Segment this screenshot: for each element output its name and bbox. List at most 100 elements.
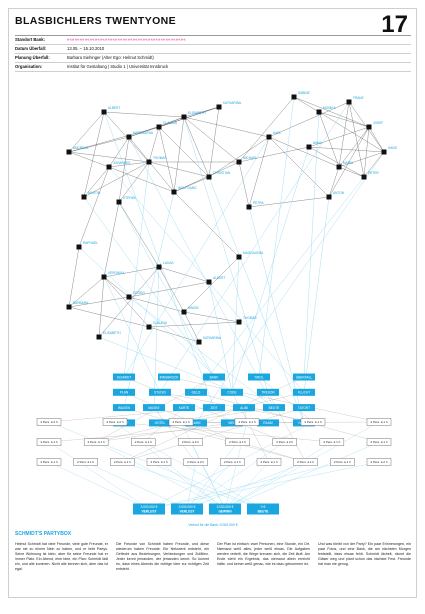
- network-node: [236, 159, 242, 165]
- network-svg: ALBERTMAGDALENACLAUDIAELISABETHKATHARINA…: [36, 91, 397, 527]
- network-edge: [183, 116, 270, 138]
- network-node: [106, 164, 112, 170]
- network-edge: [183, 116, 240, 163]
- network-node: [76, 244, 82, 250]
- network-edge: [103, 201, 120, 278]
- link-edge: [183, 116, 269, 393]
- task-label: 2 Pers. à 1 h: [172, 420, 189, 424]
- node-label: KATHARINA: [223, 101, 242, 105]
- network-edge: [83, 166, 110, 198]
- task-box: [131, 438, 156, 446]
- link-edge: [195, 151, 385, 424]
- network-edge: [328, 166, 340, 198]
- network-edge: [108, 161, 150, 168]
- link-edge: [195, 176, 365, 393]
- flow-edge: [186, 461, 233, 510]
- result-label: GEWINN: [218, 510, 232, 514]
- link-edge: [78, 246, 233, 393]
- keyword-box: [173, 404, 195, 412]
- link-edge: [231, 256, 240, 393]
- flow-edge: [195, 392, 380, 443]
- network-edge: [318, 111, 340, 168]
- keyword-label: INNSBRUCK: [160, 375, 180, 379]
- node-label: FRANZ: [353, 96, 364, 100]
- keyword-label: TATORT: [298, 406, 310, 410]
- body-text: Helmut Schmidt hat viele Freunde, viele …: [15, 542, 411, 572]
- task-label: 2 Pers. à 1 h: [77, 460, 94, 464]
- result-label: BEUTE: [258, 510, 269, 514]
- result-label: 0 €: [261, 505, 266, 509]
- keyword-label: FLUCHT: [298, 391, 311, 395]
- meta-label: Organisation:: [15, 64, 43, 69]
- task-label: 2 Pers. à 2 h: [40, 420, 57, 424]
- meta-value: Institut für Gestaltung | Studio 1 | Uni…: [67, 64, 169, 69]
- keyword-label: HOTEL: [155, 421, 166, 425]
- network-edge: [183, 311, 200, 343]
- network-edge: [148, 326, 200, 343]
- link-edge: [123, 136, 270, 378]
- network-node: [291, 94, 297, 100]
- flow-edge: [224, 441, 380, 510]
- link-edge: [103, 111, 215, 408]
- node-label: MARTIN: [88, 191, 101, 195]
- task-box: [178, 438, 203, 446]
- text-column: Die Freunde von Schmidt haben Freunde, u…: [116, 542, 209, 571]
- text-column: Der Plan ist einfach: zwei Personen, ein…: [217, 542, 310, 566]
- link-edge: [258, 96, 295, 378]
- task-label: 2 Pers. à 1 h: [323, 440, 340, 444]
- task-box: [293, 458, 318, 466]
- flow-edge: [186, 441, 285, 510]
- node-label: JOHANNES: [113, 161, 130, 165]
- keyword-label: ZEIT: [211, 406, 218, 410]
- result-label: VERLUST: [142, 510, 157, 514]
- result-box: [171, 503, 203, 515]
- node-label: KARL: [273, 131, 282, 135]
- task-box: [300, 418, 326, 426]
- network-edge: [208, 136, 270, 178]
- network-node: [66, 149, 72, 155]
- task-box: [36, 418, 62, 426]
- network-edge: [338, 166, 365, 178]
- network-edge: [68, 276, 105, 308]
- flow-edge: [96, 441, 226, 510]
- network-edge: [348, 101, 365, 178]
- page: BLASBICHLERS TWENTYONE 17 Standort Bank:…: [8, 8, 417, 598]
- keyword-box: [221, 419, 243, 427]
- network-edge: [68, 126, 160, 153]
- network-edge: [118, 201, 160, 268]
- task-box: [366, 438, 392, 446]
- node-label: ELISABETH: [188, 111, 206, 115]
- flow-edge: [122, 407, 305, 463]
- network-edge: [148, 126, 160, 163]
- keyword-label: BEUTE: [269, 406, 280, 410]
- network-edge: [173, 191, 240, 258]
- task-box: [36, 458, 62, 466]
- task-label: 2 Pers. à 1 h: [114, 460, 131, 464]
- keyword-box: [293, 404, 315, 412]
- flow-edge: [48, 441, 150, 510]
- keyword-label: PLAN: [120, 391, 129, 395]
- node-label: SIMON: [188, 306, 199, 310]
- result-label: 3.000.000 €: [217, 505, 234, 509]
- keyword-box: [149, 388, 171, 396]
- network-edge: [68, 151, 150, 163]
- network-edge: [158, 126, 210, 178]
- network-node: [81, 194, 87, 200]
- meta-value: Barbara Siehinger (Alter Ego: Helmut Sch…: [67, 55, 154, 60]
- network-edge: [158, 126, 175, 193]
- task-label: 2 Pers. à 1 h: [304, 420, 321, 424]
- keyword-box: [203, 404, 225, 412]
- network-edge: [68, 151, 110, 168]
- network-edge: [68, 246, 80, 308]
- task-label: 2 Pers. à 1 h: [40, 460, 57, 464]
- network-node: [116, 199, 122, 205]
- node-label: ANTON: [333, 191, 345, 195]
- task-box: [73, 458, 98, 466]
- text-column: Und was bleibt von der Party? Ein paar E…: [318, 542, 411, 566]
- keyword-box: [113, 404, 135, 412]
- network-edge: [158, 116, 185, 128]
- network-edge: [268, 136, 340, 168]
- node-label: MAGDALENA: [243, 251, 264, 255]
- page-title: BLASBICHLERS TWENTYONE: [15, 15, 177, 27]
